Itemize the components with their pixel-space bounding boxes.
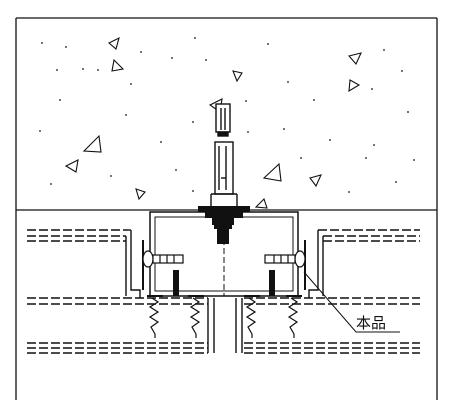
aggregate (111, 58, 125, 72)
left-beam (27, 229, 208, 354)
side-screw-right (264, 250, 306, 268)
callout-leader (303, 271, 400, 333)
aggregate (254, 197, 268, 209)
wood-screw (286, 295, 302, 338)
inner-posts (173, 270, 275, 296)
wood-screw (147, 295, 163, 338)
aggregate (108, 36, 120, 50)
aggregate (347, 52, 362, 66)
aggregate (135, 188, 146, 201)
concrete-dots (39, 37, 415, 193)
aggregate (262, 162, 282, 182)
callout-label: 本品 (356, 314, 386, 332)
side-screw-left (142, 250, 184, 268)
beam-ends (125, 230, 324, 353)
aggregate (82, 134, 102, 153)
aggregate (64, 159, 79, 173)
border (15, 17, 438, 400)
wood-screw (188, 295, 204, 338)
aggregate (232, 70, 243, 83)
anchor-bolt (210, 103, 238, 206)
aggregate (309, 174, 322, 188)
concrete-slab (64, 36, 362, 209)
wood-screw (244, 295, 260, 338)
aggregate (348, 79, 361, 93)
